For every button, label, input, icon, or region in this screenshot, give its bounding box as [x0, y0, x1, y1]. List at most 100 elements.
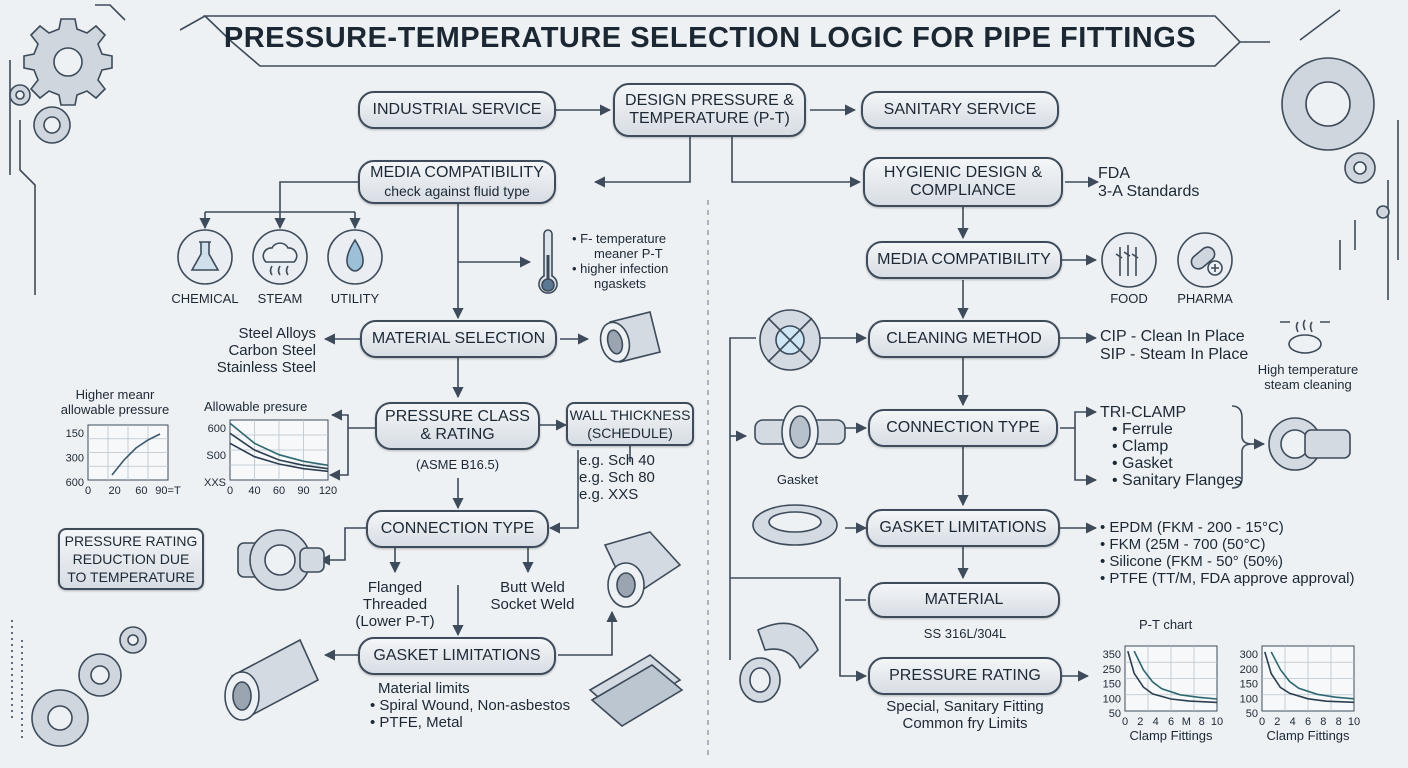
cleaning-method-node: CLEANING METHOD — [868, 320, 1060, 358]
gear-icon — [9, 84, 31, 106]
x-tick-label: 8 — [1336, 716, 1342, 728]
connection-type-right-node: CONNECTION TYPE — [868, 409, 1058, 447]
node-sublabel: check against fluid type — [384, 183, 530, 199]
steel-line: Carbon Steel — [228, 342, 316, 359]
label-line: (Lower P-T) — [355, 613, 435, 630]
x-tick-label: 0 — [1259, 716, 1265, 728]
y-tick-label: 200 — [1240, 664, 1258, 676]
y-tick-label: 50 — [1109, 708, 1121, 720]
y-tick-label: XXS — [204, 477, 226, 489]
label-line: Special, Sanitary Fitting — [886, 698, 1044, 715]
note-line: ngaskets — [594, 276, 647, 291]
series-line — [111, 433, 161, 476]
gasket-line: • Silicone (FKM - 50° (50%) — [1100, 553, 1283, 570]
fitting-icon — [739, 622, 819, 703]
pharma-label: PHARMA — [1177, 291, 1233, 306]
node-label: TO TEMPERATURE — [67, 569, 195, 585]
node-label: PRESSURE CLASS — [385, 408, 530, 425]
x-tick-label: 8 — [1199, 716, 1205, 728]
node-label: HYGIENIC DESIGN & — [883, 164, 1043, 181]
y-tick-label: 100 — [1240, 693, 1258, 705]
gear-icon — [33, 106, 71, 144]
limit-line: • Spiral Wound, Non-asbestos — [370, 697, 571, 714]
fitting-icon — [754, 405, 846, 459]
x-tick-label: 6 — [1168, 716, 1174, 728]
triclamp-line: • Sanitary Flanges — [1112, 472, 1243, 489]
label-line: allowable pressure — [60, 402, 170, 417]
series-line — [1133, 650, 1218, 700]
industrial-service-node: INDUSTRIAL SERVICE — [358, 91, 556, 129]
x-tick-label: 40 — [248, 485, 260, 497]
gear-icon — [119, 626, 147, 654]
asme-label: (ASME B16.5) — [415, 457, 500, 472]
node-label: PRESSURE RATING — [889, 667, 1041, 684]
triclamp-line: • Clamp — [1112, 438, 1169, 455]
x-tick-label: 90=T — [155, 485, 181, 497]
material-right-node: MATERIAL — [868, 582, 1060, 618]
triclamp-line: • Ferrule — [1112, 421, 1173, 438]
gasket-limitations-left-node: GASKET LIMITATIONS — [358, 637, 556, 675]
label-line: Socket Weld — [490, 596, 575, 613]
series-line — [1270, 651, 1355, 700]
pipe-icon — [224, 638, 320, 721]
thermometer-notes: • F- temperature meaner P-T • higher inf… — [572, 231, 668, 291]
label-line: Flanged — [367, 579, 423, 596]
gear-icon — [1281, 57, 1375, 151]
note-line: • F- temperature — [572, 231, 667, 246]
schedule-line: e.g. XXS — [579, 486, 639, 503]
steam-icon — [1280, 319, 1330, 354]
higher-allowable-label: Higher meanr allowable pressure — [48, 387, 182, 417]
triclamp-list: TRI-CLAMP • Ferrule • Clamp • Gasket • S… — [1100, 404, 1242, 489]
fda-line: 3-A Standards — [1098, 183, 1200, 200]
node-label: & RATING — [420, 426, 495, 443]
node-label: TEMPERATURE (P-T) — [629, 110, 790, 127]
note-line: meaner P-T — [594, 246, 663, 261]
series-line — [229, 422, 329, 467]
x-tick-label: 8 — [1320, 716, 1326, 728]
gear-icon — [31, 689, 89, 747]
cip-sip-list: CIP - Clean In Place SIP - Steam In Plac… — [1100, 328, 1248, 364]
x-tick-label: 20 — [109, 485, 121, 497]
cip-line: SIP - Steam In Place — [1100, 346, 1249, 363]
node-label: MEDIA COMPATIBILITY — [877, 251, 1051, 268]
node-label: REDUCTION DUE — [72, 551, 190, 567]
connection-type-left-node: CONNECTION TYPE — [366, 510, 549, 548]
label-line: Common fry Limits — [902, 715, 1028, 732]
y-tick-label: 100 — [1103, 693, 1121, 705]
fitting-icon — [759, 309, 821, 371]
x-tick-label: 0 — [227, 485, 233, 497]
butt-socket-label: Butt Weld Socket Weld — [480, 579, 585, 613]
schedule-line: e.g. Sch 40 — [579, 452, 655, 469]
y-tick-label: 150 — [1240, 679, 1258, 691]
series-line — [1127, 650, 1218, 704]
gasket-caption: Gasket — [776, 472, 819, 487]
x-tick-label: 10 — [1348, 716, 1360, 728]
node-label: CLEANING METHOD — [886, 330, 1042, 347]
node-label: GASKET LIMITATIONS — [373, 647, 541, 664]
fitting-icon — [588, 654, 684, 727]
media-icon-label-utility: UTILITY — [330, 291, 380, 306]
hygienic-design-node: HYGIENIC DESIGN & COMPLIANCE — [863, 157, 1063, 207]
x-tick-label: 60 — [135, 485, 147, 497]
y-tick-label: 150 — [66, 428, 84, 440]
limit-line: • PTFE, Metal — [370, 714, 463, 731]
schedule-examples: e.g. Sch 40 e.g. Sch 80 e.g. XXS — [579, 452, 655, 503]
gear-icon — [1344, 152, 1376, 184]
x-tick-label: 2 — [1137, 716, 1143, 728]
node-label: (SCHEDULE) — [587, 425, 673, 441]
node-label: GASKET LIMITATIONS — [879, 519, 1047, 536]
node-label: CONNECTION TYPE — [886, 419, 1040, 436]
page-title: PRESSURE-TEMPERATURE SELECTION LOGIC FOR… — [223, 22, 1197, 54]
node-label: DESIGN PRESSURE & — [625, 92, 794, 109]
x-tick-label: 4 — [1153, 716, 1159, 728]
node-label: MEDIA COMPATIBILITY — [370, 164, 544, 181]
flanged-threaded-label: Flanged Threaded (Lower P-T) — [340, 579, 450, 630]
note-line: • higher infection — [572, 261, 669, 276]
y-tick-label: S00 — [206, 450, 226, 462]
allowable-presure-label: Allowable presure — [204, 399, 308, 414]
x-tick-label: 4 — [1290, 716, 1296, 728]
y-tick-label: 150 — [1103, 679, 1121, 691]
triclamp-line: • Gasket — [1112, 455, 1173, 472]
node-label: CONNECTION TYPE — [380, 520, 535, 537]
fitting-icon — [1268, 417, 1351, 471]
